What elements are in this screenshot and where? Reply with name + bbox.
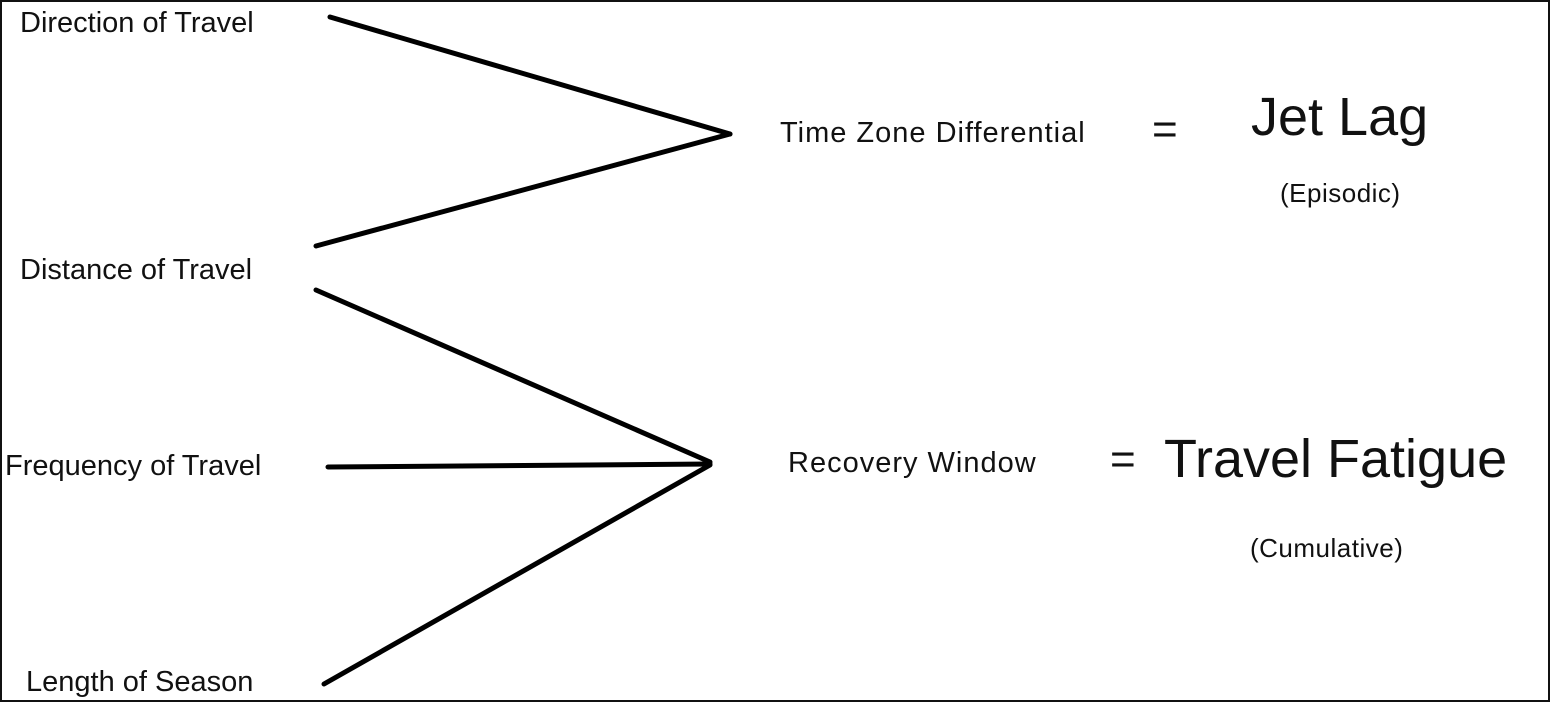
distance-to-time-zone-line [313,131,733,249]
travel-fatigue-equals-symbol: = [1110,435,1136,484]
jet-lag-equals-symbol: = [1152,105,1178,154]
length-to-recovery-line [321,462,713,687]
cumulative-qualifier-label: (Cumulative) [1250,533,1404,563]
distance-of-travel-label: Distance of Travel [20,254,253,286]
length-of-season-label: Length of Season [26,666,254,698]
jet-lag-result-label: Jet Lag [1251,87,1429,147]
travel-fatigue-result-label: Travel Fatigue [1164,429,1508,489]
episodic-qualifier-label: (Episodic) [1280,178,1401,208]
direction-of-travel-label: Direction of Travel [20,7,254,39]
direction-to-time-zone-line [327,14,733,137]
distance-to-recovery-line [313,287,713,465]
frequency-to-recovery-line [325,461,713,470]
frequency-of-travel-label: Frequency of Travel [5,450,262,482]
time-zone-differential-label: Time Zone Differential [780,117,1086,149]
recovery-window-label: Recovery Window [788,447,1037,479]
